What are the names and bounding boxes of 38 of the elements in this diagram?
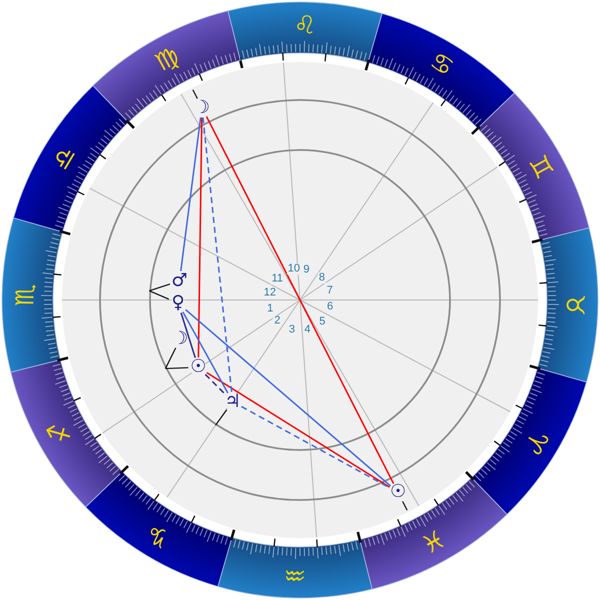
leader-line	[192, 89, 198, 99]
house-number: 9	[302, 264, 310, 276]
aspect-line	[204, 374, 226, 396]
leader-line	[165, 367, 188, 370]
zodiac-symbol: ♎	[48, 142, 81, 174]
house-number: 6	[326, 302, 334, 313]
leader-line	[402, 501, 408, 511]
aspect-line	[241, 406, 390, 488]
leader-line	[164, 348, 176, 369]
aspect-line	[185, 309, 391, 486]
house-number: 8	[318, 272, 326, 284]
aspect-line	[206, 116, 394, 484]
aspect-line	[202, 117, 232, 392]
leader-line	[149, 290, 170, 300]
zodiac-symbol: ♓	[417, 524, 450, 557]
zodiac-symbol: ♌	[293, 12, 316, 38]
zodiac-symbol: ♍	[150, 43, 183, 76]
aspect-line	[180, 312, 196, 358]
zodiac-symbol: ♈	[519, 426, 552, 458]
aspect-line	[198, 118, 203, 358]
zodiac-symbol: ♊	[524, 150, 557, 183]
house-number: 10	[286, 263, 302, 274]
aspect-line	[180, 117, 202, 272]
zodiac-symbol: ♏	[12, 284, 38, 307]
zodiac-symbol: ♐	[43, 417, 76, 450]
leader-line	[149, 283, 170, 292]
zodiac-symbol: ♉	[562, 293, 588, 316]
zodiac-symbol: ♑	[142, 519, 174, 552]
house-number: 11	[270, 273, 284, 284]
aspect-line	[182, 312, 228, 394]
zodiac-symbol: ♒	[284, 562, 307, 588]
zodiac-symbol: ♋	[426, 48, 458, 81]
house-number: 1	[266, 303, 274, 314]
house-number: 5	[318, 316, 326, 328]
leader-line	[215, 409, 228, 426]
house-number: 3	[288, 324, 296, 336]
house-number: 12	[262, 287, 278, 298]
aspect-line	[206, 372, 390, 488]
